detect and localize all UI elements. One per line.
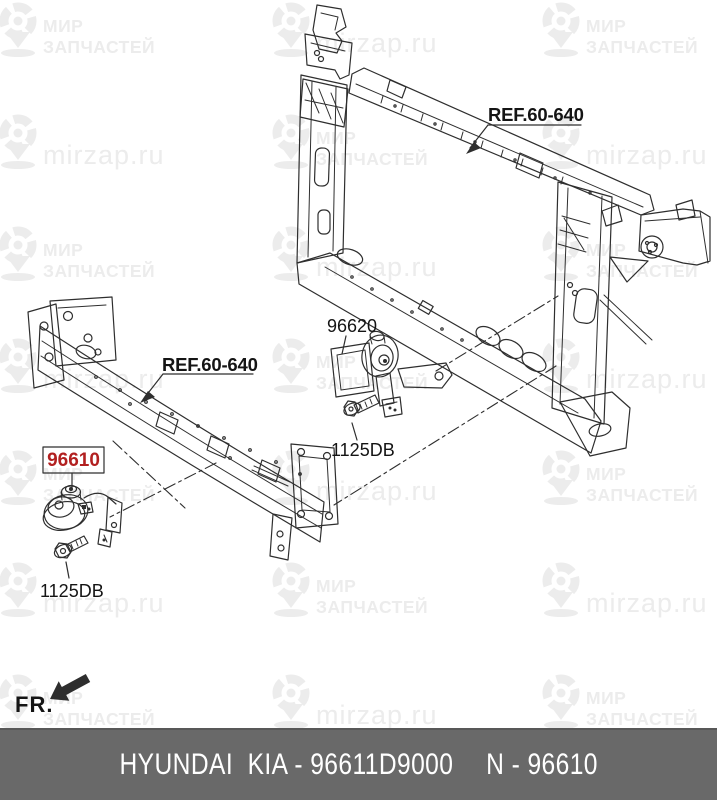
watermark-brand-text: ЗАПЧАСТЕЙ <box>43 36 155 57</box>
callout-bolt-upper: 1125DB <box>331 422 395 460</box>
part-number-1125db-lower: 1125DB <box>40 581 104 601</box>
caption-ref-number: N - 96610 <box>485 748 598 781</box>
crash-beam-drawing <box>27 296 339 561</box>
highlight-box[interactable] <box>42 446 105 474</box>
watermark-brand-text: МИР <box>316 576 356 596</box>
watermark-unit: mirzap.ru <box>274 679 438 730</box>
front-arrow-icon <box>50 674 91 701</box>
rivet-dots <box>350 275 464 342</box>
leader-line <box>351 422 358 441</box>
callout-ref-top: REF.60-640 <box>466 104 584 154</box>
watermark-brand-text: ЗАПЧАСТЕЙ <box>316 148 428 169</box>
watermark-unit: mirzap.ru <box>544 567 708 618</box>
leader-line <box>65 561 70 579</box>
watermark-brand-text: МИР <box>316 352 356 372</box>
watermark-brand-text: МИР <box>586 464 626 484</box>
front-direction-indicator: FR. <box>15 674 91 717</box>
watermark-domain-text: mirzap.ru <box>586 588 708 618</box>
watermark-brand-text: ЗАПЧАСТЕЙ <box>43 708 155 729</box>
watermark-domain-text: mirzap.ru <box>43 588 165 618</box>
beam-hole-dots <box>94 375 302 476</box>
mounting-dash-lines <box>109 295 559 518</box>
highlighted-part-label-96610[interactable]: 96610 <box>42 446 105 489</box>
watermark-brand-text: ЗАПЧАСТЕЙ <box>586 36 698 57</box>
watermark-brand-text: ЗАПЧАСТЕЙ <box>586 484 698 505</box>
leader-line <box>469 124 582 149</box>
watermark-domain-text: mirzap.ru <box>43 140 165 170</box>
part-number-96620: 96620 <box>327 316 377 336</box>
front-indicator-label: FR. <box>15 692 53 717</box>
bolt-96610-drawing <box>53 535 89 559</box>
watermark-brand-text: МИР <box>43 464 83 484</box>
callout-horn-upper: 96620 <box>327 316 377 355</box>
leader-arrow <box>140 391 155 403</box>
parts-diagram: REF.60-640 REF.60-640 96620 1125DB 96610… <box>15 4 711 717</box>
watermark-brand-text: МИР <box>586 240 626 260</box>
watermark-brand-text: ЗАПЧАСТЕЙ <box>43 260 155 281</box>
watermark-unit: mirzap.ru <box>544 119 708 170</box>
watermark-domain-text: mirzap.ru <box>586 140 708 170</box>
watermark-domain-text: mirzap.ru <box>316 700 438 730</box>
caption-bar: HYUNDAI KIA - 96611D9000 N - 96610 <box>0 728 717 800</box>
watermark-brand-text: ЗАПЧАСТЕЙ <box>586 260 698 281</box>
leader-line <box>144 373 254 398</box>
caption-text: HYUNDAI KIA - 96611D9000 N - 96610 <box>119 748 597 782</box>
ref-top-label: REF.60-640 <box>488 104 584 125</box>
watermark-unit: mirzap.ru <box>1 567 165 618</box>
watermark-brand-text: МИР <box>43 240 83 260</box>
watermark-brand-text: ЗАПЧАСТЕЙ <box>316 372 428 393</box>
radiator-support-drawing <box>296 4 711 457</box>
watermark-brand-text: ЗАПЧАСТЕЙ <box>316 596 428 617</box>
caption-brand-part: HYUNDAI KIA - 96611D9000 <box>119 748 454 781</box>
leader-arrow <box>466 142 481 154</box>
watermark-brand-text: ЗАПЧАСТЕЙ <box>586 708 698 729</box>
leader-line <box>341 335 347 355</box>
callout-bolt-lower: 1125DB <box>40 561 104 601</box>
callout-ref-beam: REF.60-640 <box>140 354 258 403</box>
ref-beam-label: REF.60-640 <box>162 354 258 375</box>
watermark-brand-text: МИР <box>586 688 626 708</box>
part-number-96610[interactable]: 96610 <box>47 450 100 471</box>
horn-96620-drawing <box>330 330 453 418</box>
bolt-96620-drawing <box>343 394 380 417</box>
watermark-brand-text: МИР <box>586 16 626 36</box>
part-number-1125db-upper: 1125DB <box>331 440 395 460</box>
watermark-brand-text: МИР <box>43 16 83 36</box>
watermark-unit: mirzap.ru <box>1 119 165 170</box>
horn-96610-drawing <box>42 484 123 548</box>
